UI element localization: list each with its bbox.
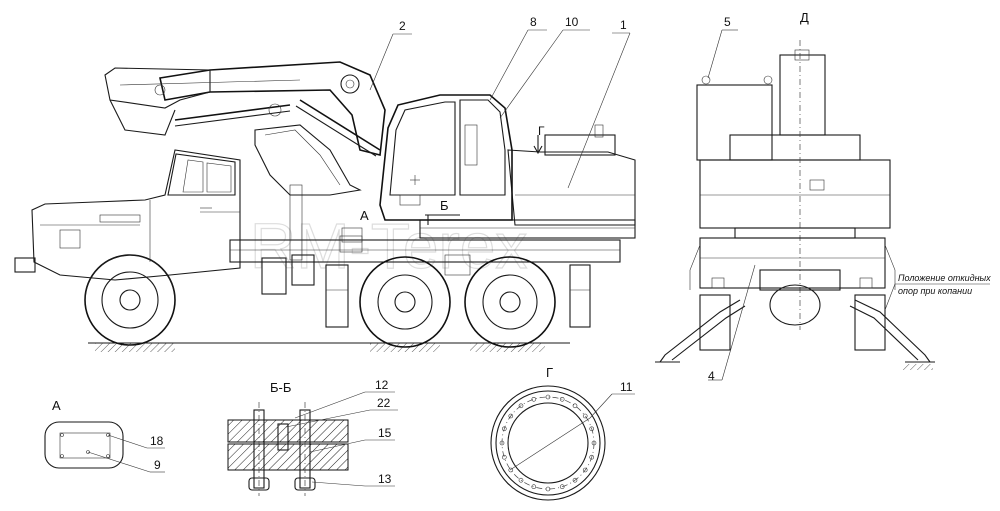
- callout-8: 8: [530, 15, 537, 29]
- view-b-title: Б-Б: [270, 380, 291, 395]
- bolt-hole: [508, 467, 514, 473]
- callout-9: 9: [154, 458, 161, 472]
- bolt-hole: [582, 467, 588, 473]
- callout-4: 4: [708, 369, 715, 383]
- callout-5: 5: [724, 15, 731, 29]
- section-b: Б-Б 12 22 15 13: [227, 378, 398, 496]
- callout-11: 11: [620, 380, 633, 394]
- bolt-hole: [545, 486, 551, 492]
- callout-12: 12: [375, 378, 389, 392]
- bolt-hole: [572, 403, 578, 409]
- front-leaders: 5 4 Положение откидных опор при копании: [707, 15, 991, 383]
- bolt-ring: [499, 394, 597, 492]
- bolt-hole: [501, 426, 507, 432]
- view-g: Г 11: [490, 365, 635, 501]
- bolt-hole: [589, 454, 595, 460]
- bolt-hole: [589, 426, 595, 432]
- front-view: Д: [655, 10, 935, 370]
- callout-13: 13: [378, 472, 392, 486]
- bolt-hole: [518, 403, 524, 409]
- detail-a: А 18 9: [44, 398, 165, 473]
- callout-18: 18: [150, 434, 164, 448]
- view-d-title: Д: [800, 10, 809, 25]
- bolt-hole: [582, 413, 588, 419]
- note-line-2: опор при копании: [898, 286, 972, 296]
- note-line-1: Положение откидных: [898, 273, 991, 283]
- view-a-title: А: [52, 398, 61, 413]
- bolt-hole: [559, 396, 565, 402]
- callout-22: 22: [377, 396, 391, 410]
- bolt-hole: [508, 413, 514, 419]
- side-view: Г А Б: [14, 61, 636, 352]
- view-g-marker: Г: [538, 124, 545, 138]
- bolt-hole: [531, 484, 537, 490]
- watermark: RM-Terex: [250, 210, 527, 282]
- bolt-hole: [545, 394, 551, 400]
- bolt-hole: [559, 484, 565, 490]
- side-leaders: 2 8 10 1: [369, 15, 631, 189]
- bolt-hole: [531, 396, 537, 402]
- bolt-hole: [518, 477, 524, 483]
- bolt-hole: [591, 440, 597, 446]
- callout-2: 2: [399, 19, 406, 33]
- callout-1: 1: [620, 18, 627, 32]
- view-g-title: Г: [546, 365, 553, 380]
- view-a-marker: А: [360, 208, 369, 223]
- ground-hatch-front: [95, 343, 175, 352]
- bolt-hole: [572, 477, 578, 483]
- callout-10: 10: [565, 15, 579, 29]
- callout-15: 15: [378, 426, 392, 440]
- view-b-marker: Б: [440, 198, 449, 213]
- bolt-hole: [501, 454, 507, 460]
- bolt-hole: [499, 440, 505, 446]
